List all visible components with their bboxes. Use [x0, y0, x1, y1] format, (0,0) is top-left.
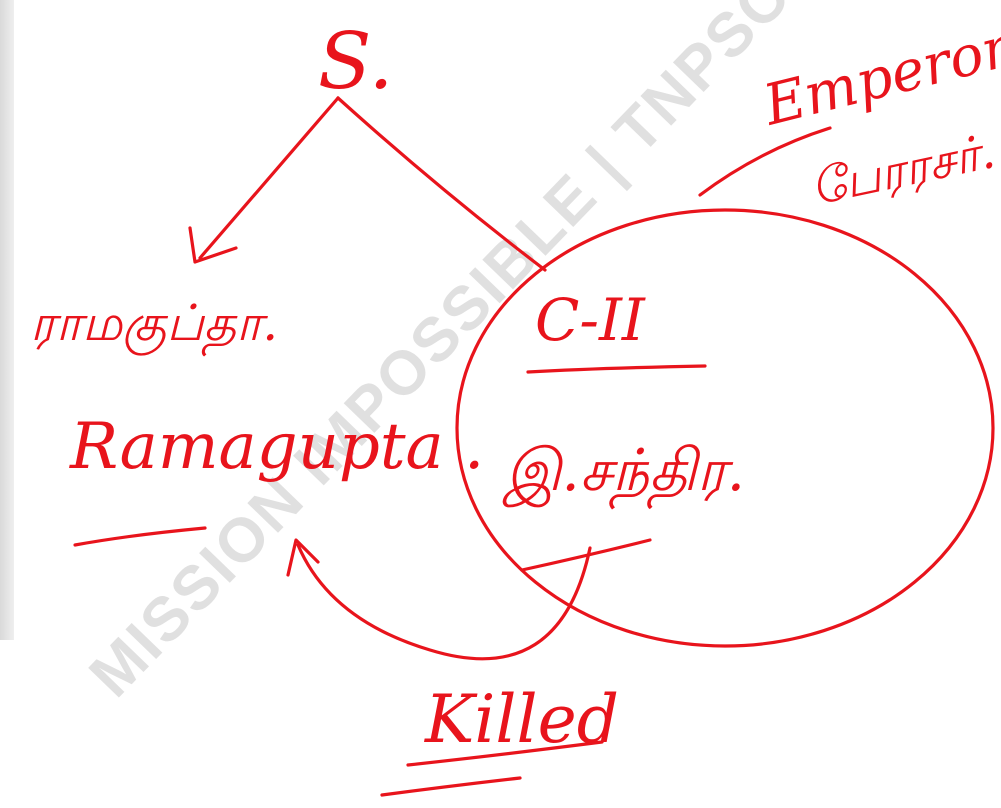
killed-curve-head	[286, 538, 320, 577]
root-label: S.	[318, 17, 393, 107]
right-top-underline	[526, 364, 707, 374]
emperor-en-label: Emperor	[757, 14, 1001, 139]
window-edge-strip	[0, 0, 14, 640]
bottom-underline-1	[406, 740, 604, 767]
emperor-circle	[455, 208, 995, 648]
right-top-label: C-II	[535, 286, 646, 354]
emperor-ta-label: பேரரசர்.	[806, 123, 1000, 217]
bottom-underline-2	[380, 776, 522, 797]
left-name-label: Ramagupta .	[69, 410, 484, 484]
arrow-left-head	[188, 226, 238, 264]
arrow-left-line	[198, 96, 340, 260]
killed-curve	[296, 543, 592, 661]
left-tamil-label: ராமகுப்தா.	[30, 294, 278, 357]
emperor-connector	[698, 126, 832, 197]
right-tamil-label: இ.சந்திர.	[502, 436, 745, 510]
bottom-label: Killed	[424, 681, 619, 758]
line-right	[336, 96, 547, 272]
left-name-underline	[73, 526, 207, 547]
